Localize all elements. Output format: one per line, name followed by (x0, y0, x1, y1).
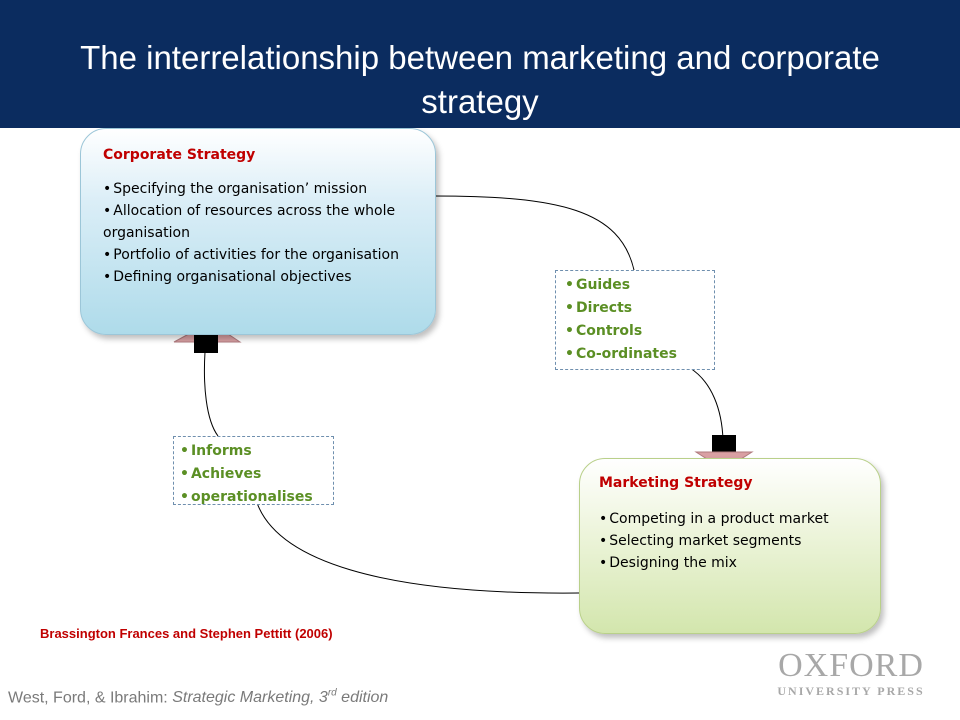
list-item: Competing in a product market (599, 508, 869, 530)
list-item: Allocation of resources across the whole… (103, 200, 423, 244)
list-item: Informs (180, 440, 313, 463)
list-item: Directs (565, 297, 677, 320)
connector-corporate-to-guides (433, 195, 635, 271)
footer-authors: West, Ford, & Ibrahim: (8, 689, 173, 707)
title-bar: The interrelationship between marketing … (0, 0, 960, 128)
footer-book-title: Strategic Marketing, 3rd edition (172, 688, 389, 707)
guides-callout: Guides Directs Controls Co-ordinates (555, 270, 715, 370)
footer-book-suffix: edition (336, 689, 389, 707)
informs-list: Informs Achieves operationalises (180, 440, 313, 509)
corporate-strategy-heading: Corporate Strategy (103, 147, 256, 163)
connector-guides-to-marketing (689, 367, 724, 441)
marketing-strategy-heading: Marketing Strategy (599, 475, 753, 491)
oxford-logo: OXFORD UNIVERSITY PRESS (772, 647, 930, 699)
citation: Brassington Frances and Stephen Pettitt … (40, 626, 333, 641)
corporate-strategy-list: Specifying the organisation’ mission All… (103, 178, 423, 288)
informs-callout: Informs Achieves operationalises (173, 436, 334, 505)
list-item: Guides (565, 274, 677, 297)
footer-book-text: Strategic Marketing, 3 (172, 689, 328, 707)
list-item: Achieves (180, 463, 313, 486)
marketing-strategy-box: Marketing Strategy Competing in a produc… (579, 458, 881, 634)
marketing-strategy-list: Competing in a product market Selecting … (599, 508, 869, 574)
connector-informs-to-corporate (203, 351, 219, 437)
slide-title: The interrelationship between marketing … (80, 39, 880, 120)
corporate-strategy-box: Corporate Strategy Specifying the organi… (80, 128, 436, 335)
logo-line-1: OXFORD (778, 647, 924, 684)
list-item: Controls (565, 320, 677, 343)
guides-list: Guides Directs Controls Co-ordinates (565, 274, 677, 366)
footer-superscript: rd (327, 688, 337, 699)
list-item: Defining organisational objectives (103, 266, 423, 288)
list-item: Co-ordinates (565, 343, 677, 366)
list-item: Selecting market segments (599, 530, 869, 552)
logo-line-2: UNIVERSITY PRESS (777, 684, 925, 698)
connector-marketing-to-informs (255, 499, 580, 594)
footer-credit: West, Ford, & Ibrahim: Strategic Marketi… (8, 688, 388, 707)
list-item: Designing the mix (599, 552, 869, 574)
list-item: operationalises (180, 486, 313, 509)
list-item: Portfolio of activities for the organisa… (103, 244, 423, 266)
list-item: Specifying the organisation’ mission (103, 178, 423, 200)
